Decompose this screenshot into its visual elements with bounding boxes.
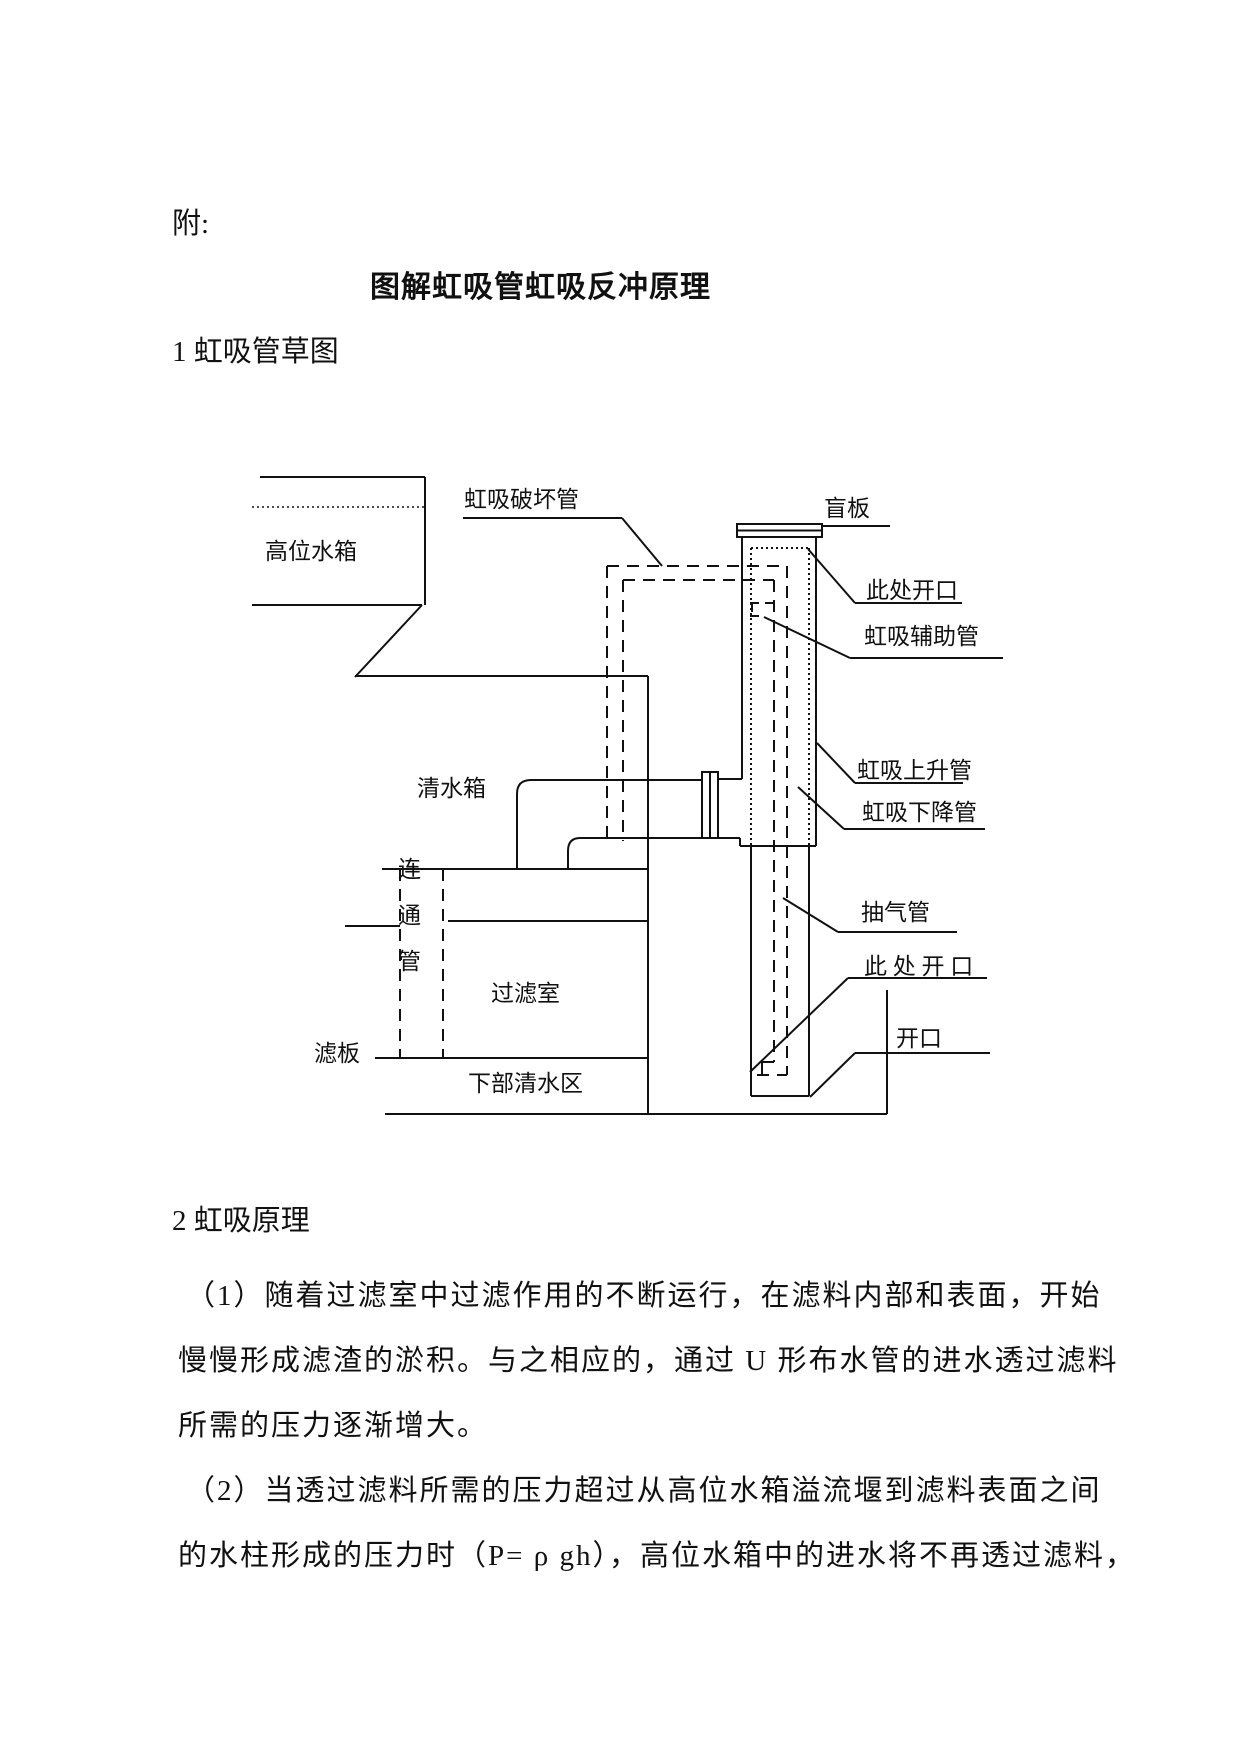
label-connecting-pipe: 连通管 (398, 857, 421, 974)
label-opening-here-top: 此处开口 (866, 578, 958, 603)
connecting-pipe-dashed (399, 869, 444, 1058)
label-siphon-aux-pipe: 虹吸辅助管 (864, 624, 979, 649)
air-extract-pipe-dashed (757, 566, 788, 1076)
label-blind-plate: 盲板 (824, 496, 870, 521)
page-title: 图解虹吸管虹吸反冲原理 (370, 271, 711, 304)
label-air-extract-pipe: 抽气管 (861, 900, 930, 925)
extract-pipe-pointer (782, 897, 957, 933)
siphon-break-pipe-dashed (606, 565, 787, 841)
label-filter-plate: 滤板 (314, 1041, 360, 1066)
opening-top-pointer (807, 548, 962, 604)
aux-pipe-pointer (763, 616, 1003, 659)
label-lower-clean-zone: 下部清水区 (468, 1071, 583, 1096)
bottom-structure (385, 990, 888, 1115)
label-siphon-down-pipe: 虹吸下降管 (862, 800, 977, 825)
siphon-pipe-outer-walls (741, 537, 817, 846)
section2-heading: 2 虹吸原理 (172, 1205, 310, 1237)
label-opening: 开口 (896, 1026, 942, 1051)
lower-siphon-pipe (740, 845, 816, 1097)
clean-tank-outline (355, 675, 649, 1114)
paragraph-line: （2）当透过滤料所需的压力超过从高位水箱溢流堰到滤料表面之间 (186, 1475, 1102, 1507)
opening-pointer (809, 1052, 990, 1098)
high-tank-outline (252, 476, 426, 678)
label-opening-here-bottom: 此 处 开 口 (864, 954, 973, 979)
label-clean-water-tank: 清水箱 (417, 776, 486, 801)
aux-pipe-mouth-dashed (750, 602, 773, 617)
blind-plate (736, 523, 890, 538)
paragraph-line: 慢慢形成滤渣的淤积。与之相应的，通过 U 形布水管的进水透过滤料 (178, 1345, 1119, 1377)
filter-box (345, 868, 648, 1059)
paragraph-line: （1）随着过滤室中过滤作用的不断运行，在滤料内部和表面，开始 (186, 1280, 1102, 1312)
label-high-tank: 高位水箱 (265, 539, 357, 564)
siphon-pipe-inner-liner-dotted (750, 547, 810, 846)
label-siphon-break-pipe: 虹吸破坏管 (464, 487, 579, 512)
attachment-label: 附: (172, 208, 210, 240)
down-pipe-pointer (797, 786, 985, 830)
u-distribution-pipe (516, 771, 742, 869)
paragraph-line: 所需的压力逐渐增大。 (178, 1410, 489, 1442)
siphon-break-pipe-pointer (463, 517, 663, 567)
label-siphon-rise-pipe: 虹吸上升管 (857, 758, 972, 783)
paragraph-line: 的水柱形成的压力时（P= ρ gh），高位水箱中的进水将不再透过滤料， (178, 1540, 1136, 1572)
section1-heading: 1 虹吸管草图 (172, 336, 339, 368)
opening-bottom-pointer (749, 977, 987, 1073)
rise-pipe-pointer (816, 742, 963, 784)
label-filter-room: 过滤室 (491, 981, 560, 1006)
